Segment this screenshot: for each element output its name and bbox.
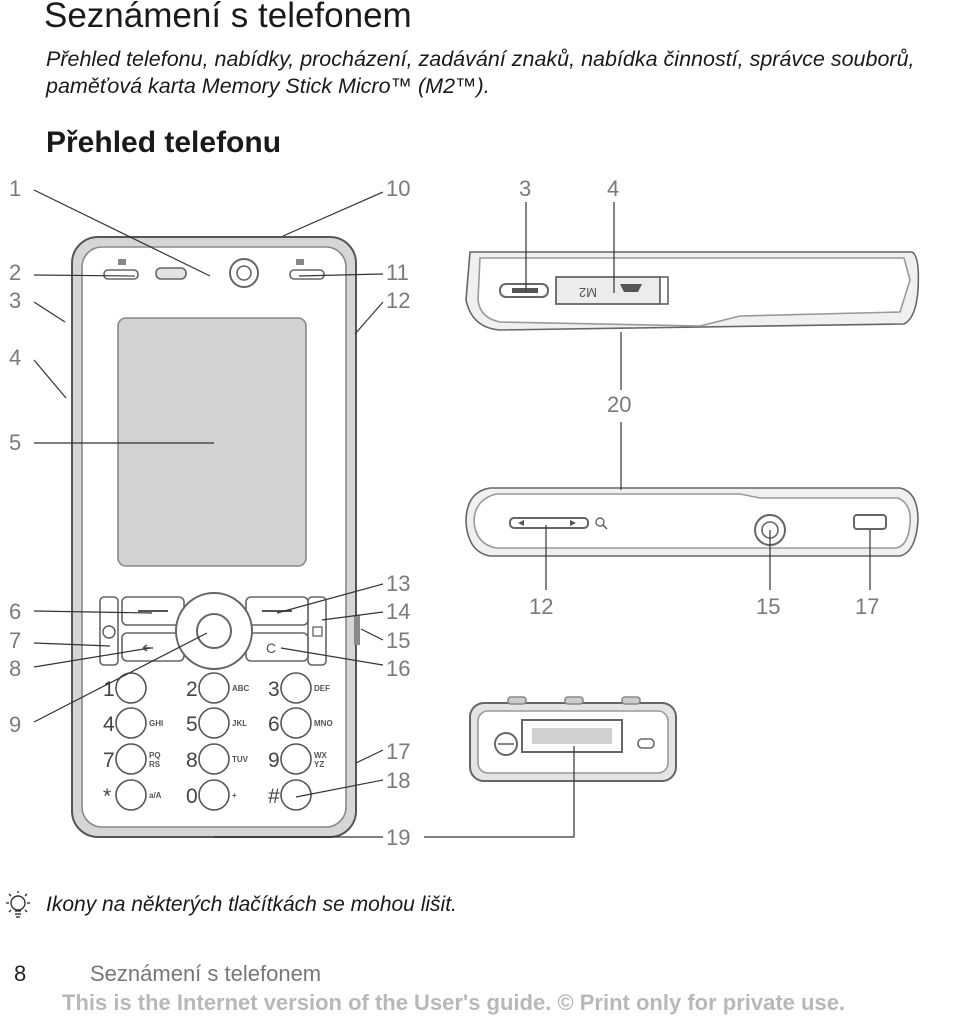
callout-8: 8 — [9, 656, 22, 681]
keypad-letters: a/A — [149, 791, 162, 800]
keypad-key-11 — [198, 779, 230, 811]
keypad-digit: 1 — [103, 678, 115, 701]
keypad-key-2 — [198, 672, 230, 704]
keypad-digit: * — [103, 785, 111, 808]
callout-18: 18 — [386, 768, 411, 793]
callout-10: 10 — [386, 176, 411, 201]
keypad-letters: YZ — [314, 760, 324, 769]
keypad-letters: DEF — [314, 684, 330, 693]
keypad-digit: 5 — [186, 713, 198, 736]
callout-16: 16 — [386, 656, 411, 681]
keypad-key-7 — [115, 743, 147, 775]
callout-11: 11 — [386, 260, 409, 285]
keypad-digit: 7 — [103, 749, 115, 772]
callout-side-17: 17 — [855, 594, 880, 619]
keypad-letters: RS — [149, 760, 161, 769]
footer-disclaimer: This is the Internet version of the User… — [62, 990, 846, 1015]
keypad-digit: 6 — [268, 713, 280, 736]
keypad-digit: 2 — [186, 678, 198, 701]
page-number: 8 — [14, 961, 27, 986]
memory-slot-label: M2 — [579, 285, 597, 300]
keypad-letters: TUV — [232, 755, 249, 764]
keypad-key-4 — [115, 707, 147, 739]
keypad-digit: 9 — [268, 749, 280, 772]
callout-5: 5 — [9, 430, 22, 455]
section-title: Přehled telefonu — [46, 126, 282, 159]
callout-top-4: 4 — [607, 176, 620, 201]
callout-9: 9 — [9, 712, 22, 737]
callout-14: 14 — [386, 599, 411, 624]
callout-4: 4 — [9, 345, 22, 370]
keypad-digit: 0 — [186, 785, 198, 808]
keypad-letters: ABC — [232, 684, 250, 693]
keypad-letters: WX — [314, 751, 328, 760]
callout-19: 19 — [386, 825, 411, 850]
chapter-subtitle: Přehled telefonu, nabídky, procházení, z… — [46, 47, 915, 98]
keypad-key-3 — [280, 672, 312, 704]
keypad-digit: 8 — [186, 749, 198, 772]
keypad-letters: MNO — [314, 719, 333, 728]
keypad-digit: # — [268, 785, 280, 808]
callout-side-12: 12 — [529, 594, 554, 619]
keypad-key-12 — [280, 779, 312, 811]
screen — [117, 317, 307, 567]
keypad-digit: 3 — [268, 678, 280, 701]
keypad-letters: GHI — [149, 719, 163, 728]
keypad-key-9 — [280, 743, 312, 775]
callout-12: 12 — [386, 288, 411, 313]
page-title: Seznámení s telefonem — [44, 0, 412, 35]
leader-lines — [33, 189, 871, 838]
footer-section: Seznámení s telefonem — [90, 961, 322, 986]
keypad-key-10 — [115, 779, 147, 811]
keypad-letters: PQ — [149, 751, 161, 760]
callout-15: 15 — [386, 628, 411, 653]
phone-bottom-view — [469, 696, 677, 782]
callout-1: 1 — [9, 176, 22, 201]
callout-2: 2 — [9, 260, 22, 285]
tip-text: Ikony na některých tlačítkách se mohou l… — [46, 893, 457, 916]
callout-top-3: 3 — [519, 176, 532, 201]
callout-7: 7 — [9, 628, 22, 653]
keypad-key-6 — [280, 707, 312, 739]
callout-13: 13 — [386, 571, 411, 596]
keypad-digit: 4 — [103, 713, 115, 736]
keypad-key-8 — [198, 743, 230, 775]
keypad-key-1 — [115, 672, 147, 704]
callout-20: 20 — [607, 392, 632, 417]
phone-top-view: M2 — [465, 251, 920, 331]
keypad-letters: + — [232, 791, 237, 800]
lightbulb-icon — [6, 891, 30, 918]
phone-side-view — [465, 487, 919, 557]
callout-3: 3 — [9, 288, 22, 313]
keypad-letters: JKL — [232, 719, 247, 728]
callout-side-15: 15 — [756, 594, 781, 619]
callout-17: 17 — [386, 739, 411, 764]
keypad-key-5 — [198, 707, 230, 739]
clear-key-label: C — [266, 640, 276, 656]
callout-6: 6 — [9, 599, 22, 624]
